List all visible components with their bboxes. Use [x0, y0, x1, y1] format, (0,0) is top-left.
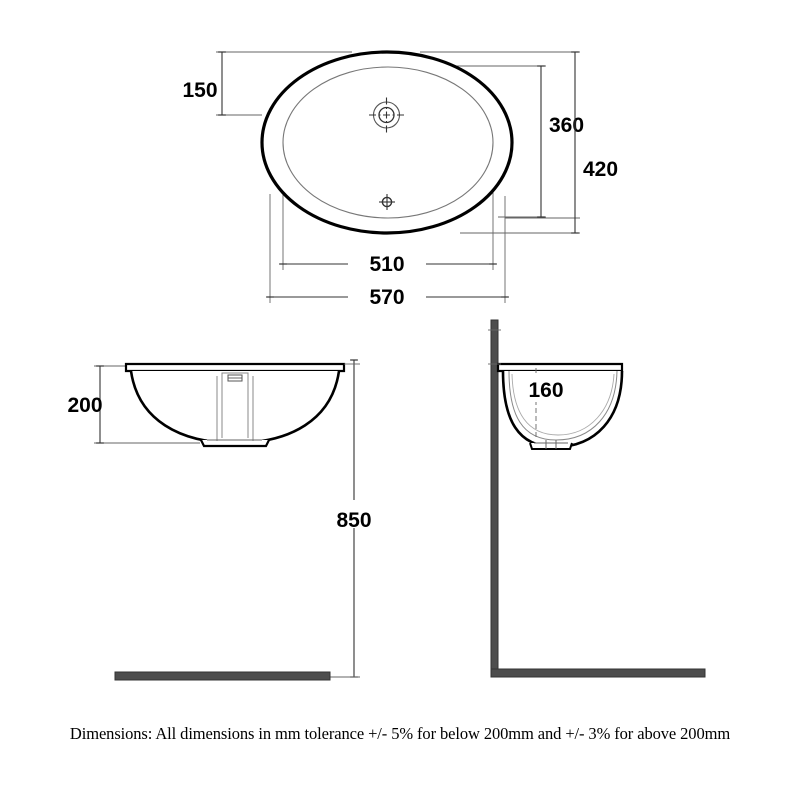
dim-label-420: 420 — [583, 158, 618, 181]
dimension-850: 850 — [325, 359, 383, 678]
tap-hole-icon — [369, 97, 404, 133]
dimension-150: 150 — [182, 51, 226, 116]
front-bowl-outline — [129, 370, 341, 445]
dim-label-510: 510 — [369, 253, 404, 276]
dim-label-160: 160 — [528, 379, 563, 402]
side-wall-ticks — [488, 329, 501, 365]
dim-label-160-bg — [518, 374, 574, 402]
basin-front-elevation — [124, 362, 346, 448]
overflow-hole-icon — [379, 194, 395, 210]
side-waste-boss — [529, 442, 573, 450]
dimension-510: 510 — [279, 249, 497, 276]
dimension-360: 360 — [537, 65, 584, 218]
dim-label-850: 850 — [336, 509, 371, 532]
dim-label-150: 150 — [182, 79, 217, 102]
dimension-200: 200 — [67, 365, 104, 444]
dimensions-caption: Dimensions: All dimensions in mm toleran… — [69, 724, 731, 743]
dimension-160: 160 — [518, 368, 574, 438]
plan-extension-lines — [216, 51, 580, 303]
plan-view-group: 150 360 420 — [182, 50, 618, 309]
front-floor-slab — [114, 671, 331, 681]
side-rim-slab — [496, 362, 624, 373]
front-waste-boss — [200, 439, 270, 448]
dimension-570: 570 — [266, 282, 509, 309]
front-overflow-symbol — [227, 374, 243, 382]
side-view-group: 160 — [488, 319, 706, 678]
floor-bar-side — [490, 668, 706, 678]
wall-vertical — [490, 319, 499, 677]
dim-label-570: 570 — [369, 286, 404, 309]
dim-label-570-bg — [348, 282, 426, 308]
front-rim-slab — [124, 362, 346, 373]
dim-label-360: 360 — [549, 114, 584, 137]
dimension-420: 420 — [571, 51, 618, 234]
side-drain-detail — [534, 440, 568, 449]
front-overflow-channel — [216, 372, 254, 441]
basin-inner-bowl-plan — [282, 66, 494, 219]
floor-bar-front — [114, 671, 331, 681]
front-elevation-group: 200 — [67, 359, 383, 681]
dim-label-510-bg — [348, 249, 426, 275]
dim-label-850-bg — [325, 500, 383, 528]
overflow-channel-top — [221, 372, 249, 376]
dim-label-200: 200 — [67, 394, 102, 417]
side-bowl-inner-2 — [511, 373, 615, 436]
